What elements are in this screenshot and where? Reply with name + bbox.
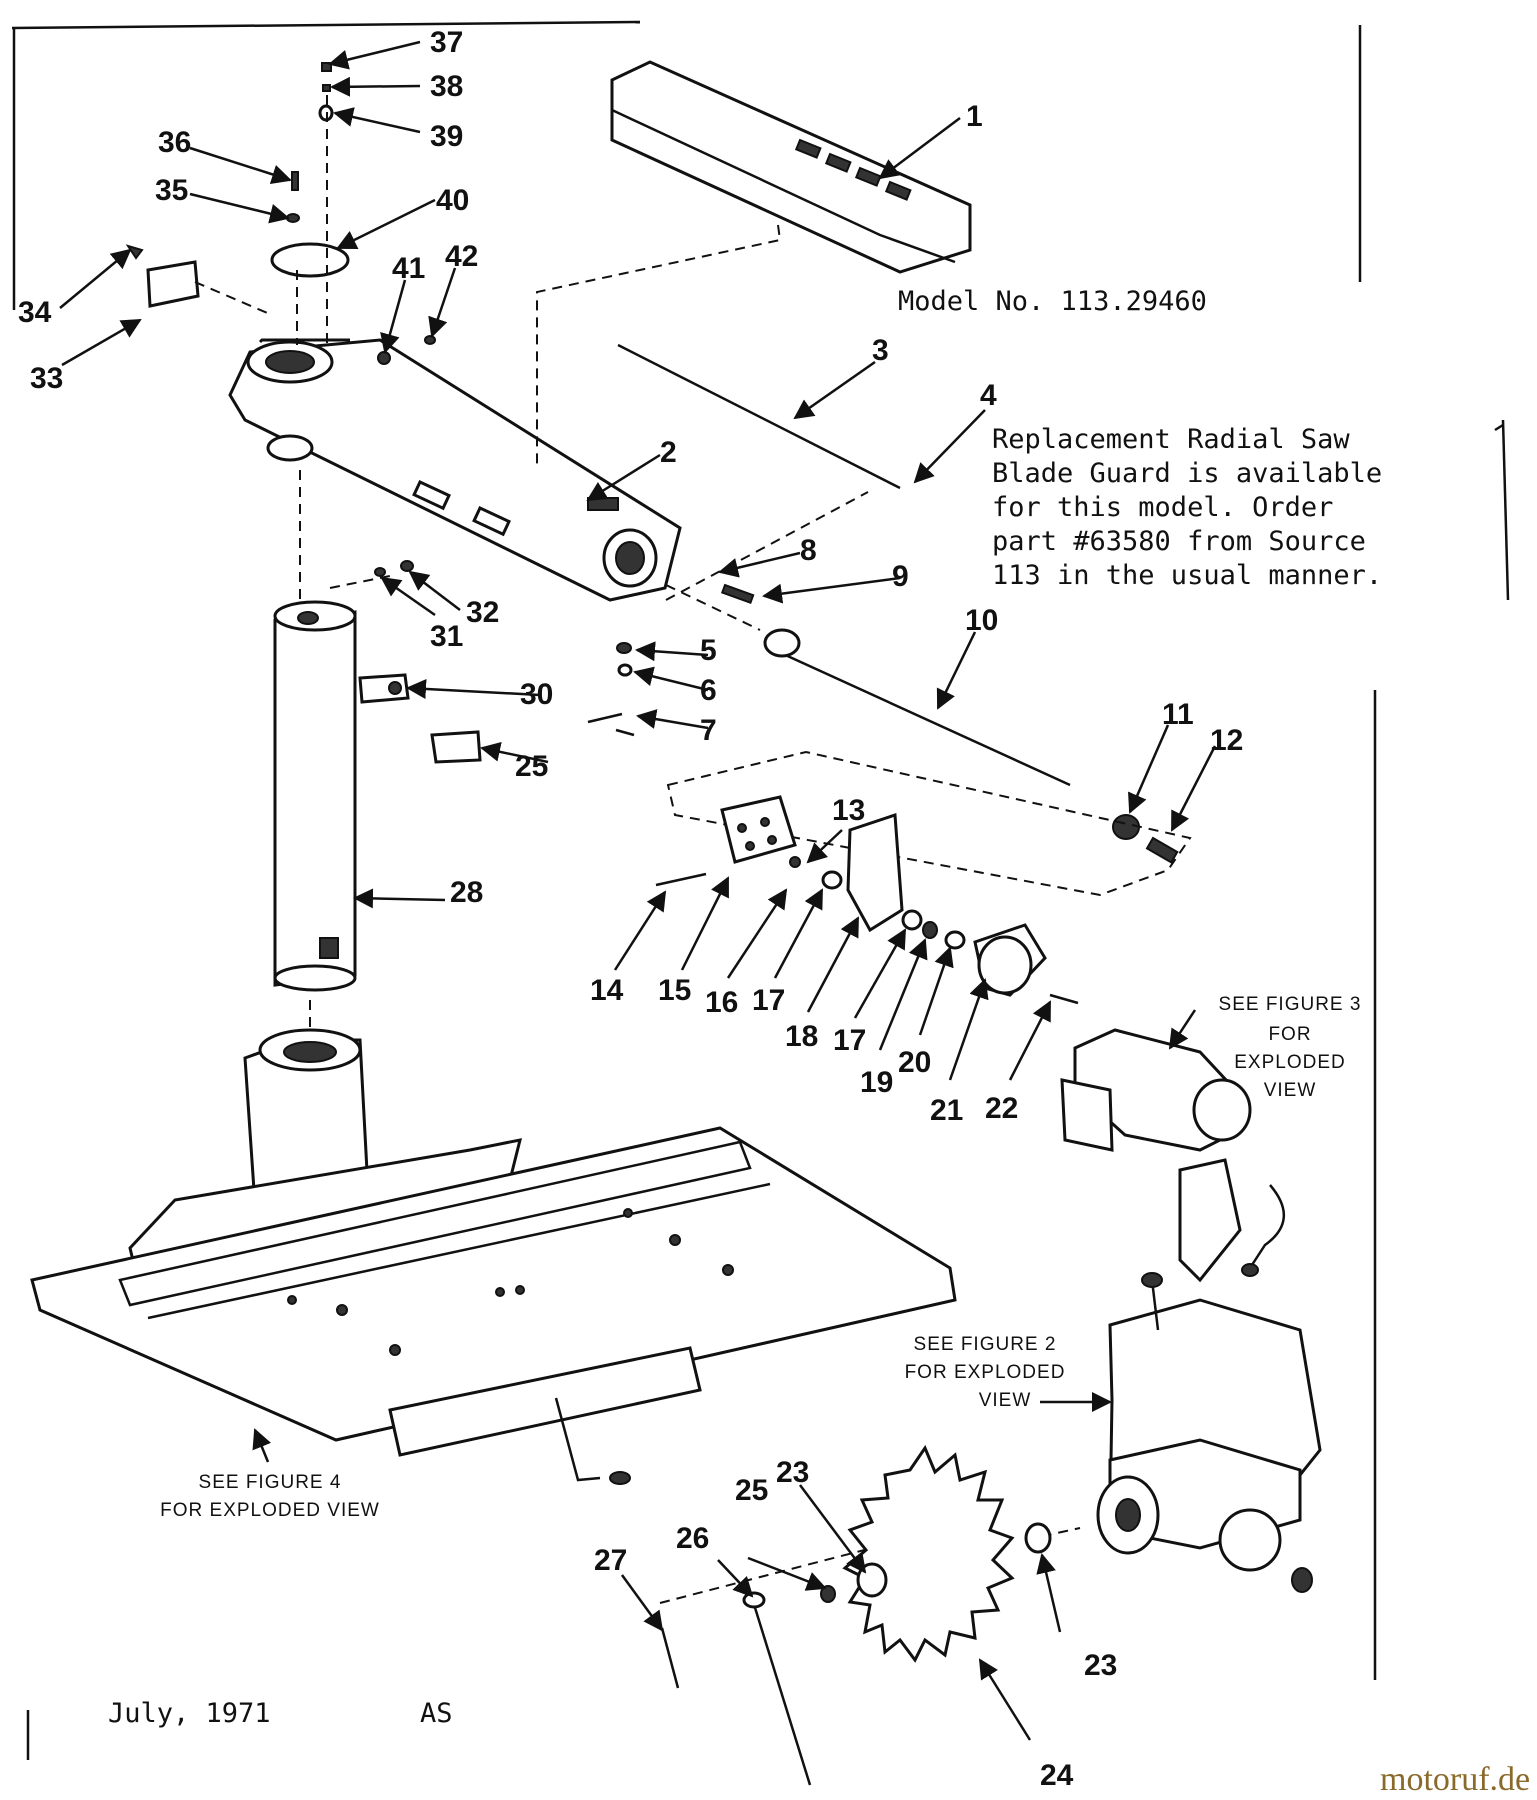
part-label-16: 16 [705, 986, 738, 1019]
part-label-24: 24 [1040, 1759, 1074, 1792]
part-label-3: 3 [872, 334, 889, 367]
figure-4-callout: SEE FIGURE 4 FOR EXPLODED VIEW [160, 1472, 380, 1521]
part-label-8: 8 [800, 534, 817, 567]
part-label-30: 30 [520, 678, 553, 711]
part-label-23a: 23 [776, 1456, 809, 1489]
yoke-outline [666, 750, 1192, 897]
part-label-37: 37 [430, 26, 463, 59]
motor-end-parts [655, 795, 1079, 1005]
blade-guard-assembly [1060, 1028, 1286, 1277]
part-label-1: 1 [966, 100, 983, 133]
top-hardware [125, 62, 436, 365]
callout-line: SEE FIGURE 4 [199, 1472, 342, 1493]
arm-cover-part [610, 60, 972, 274]
part-label-12: 12 [1210, 724, 1243, 757]
model-number: Model No. 113.29460 [898, 286, 1207, 317]
part-label-10: 10 [965, 604, 998, 637]
callout-line: SEE FIGURE 2 [914, 1334, 1057, 1355]
note-line: for this model. Order [992, 492, 1333, 523]
column-part [273, 600, 357, 992]
part-label-39: 39 [430, 120, 463, 153]
callout-line: VIEW [979, 1390, 1032, 1411]
part-label-40: 40 [436, 184, 469, 217]
watermark: motoruf.de [1380, 1761, 1530, 1798]
callout-line: FOR EXPLODED VIEW [160, 1500, 380, 1521]
radial-arm-part [228, 338, 682, 602]
part-label-28: 28 [450, 876, 483, 909]
callout-line: SEE FIGURE 3 [1219, 994, 1362, 1015]
part-label-25a: 25 [515, 750, 548, 783]
part-label-17a: 17 [752, 984, 785, 1017]
part-label-32: 32 [466, 596, 499, 629]
part-label-9: 9 [892, 560, 909, 593]
part-label-34: 34 [18, 296, 52, 329]
column-hardware [358, 560, 482, 764]
elevation-shaft-part [587, 583, 1179, 864]
note-line: Blade Guard is available [992, 458, 1382, 489]
part-label-38: 38 [430, 70, 463, 103]
motor-assembly [1096, 1158, 1322, 1593]
note-line: Replacement Radial Saw [992, 424, 1350, 455]
callout-line: FOR [1268, 1024, 1311, 1045]
part-label-27: 27 [594, 1544, 627, 1577]
part-label-26: 26 [676, 1522, 709, 1555]
part-label-22: 22 [985, 1092, 1018, 1125]
leader-lines [59, 40, 1217, 1741]
part-label-42: 42 [445, 240, 478, 273]
part-label-4: 4 [980, 379, 997, 412]
part-label-41: 41 [392, 252, 425, 285]
part-label-35: 35 [155, 174, 188, 207]
callout-line: FOR EXPLODED [905, 1362, 1066, 1383]
part-label-2: 2 [660, 436, 677, 469]
page-frame [11, 20, 1377, 1760]
part-label-31: 31 [430, 620, 463, 653]
part-label-11: 11 [1162, 698, 1194, 731]
saw-table-part [30, 1028, 957, 1485]
part-number-labels: 1 2 3 4 5 6 7 8 9 10 11 12 13 14 15 16 1… [18, 26, 1243, 1792]
part-label-14: 14 [590, 974, 624, 1007]
figure-2-callout: SEE FIGURE 2 FOR EXPLODED VIEW [905, 1334, 1066, 1411]
part-label-23b: 23 [1084, 1649, 1117, 1682]
part-label-36: 36 [158, 126, 191, 159]
part-label-13: 13 [832, 794, 865, 827]
part-label-21: 21 [930, 1094, 963, 1127]
note-line: 113 in the usual manner. [992, 560, 1382, 591]
part-label-7: 7 [700, 714, 717, 747]
date-label: July, 1971 [108, 1698, 271, 1729]
revision-code: AS [420, 1698, 453, 1729]
part-label-18: 18 [785, 1020, 818, 1053]
note-line: part #63580 from Source [992, 526, 1366, 557]
part-label-33: 33 [30, 362, 63, 395]
part-label-20: 20 [898, 1046, 931, 1079]
track-rod-part [617, 343, 901, 490]
part-label-17b: 17 [833, 1024, 866, 1057]
part-label-19: 19 [860, 1066, 893, 1099]
part-label-6: 6 [700, 674, 717, 707]
callout-line: VIEW [1264, 1080, 1317, 1101]
part-label-25b: 25 [735, 1474, 768, 1507]
part-label-5: 5 [700, 634, 717, 667]
saw-blade-part [660, 1444, 1052, 1786]
part-label-15: 15 [658, 974, 691, 1007]
figure-3-callout: SEE FIGURE 3 FOR EXPLODED VIEW [1219, 994, 1362, 1101]
replacement-note: Replacement Radial Saw Blade Guard is av… [992, 419, 1510, 601]
callout-line: EXPLODED [1234, 1052, 1345, 1073]
